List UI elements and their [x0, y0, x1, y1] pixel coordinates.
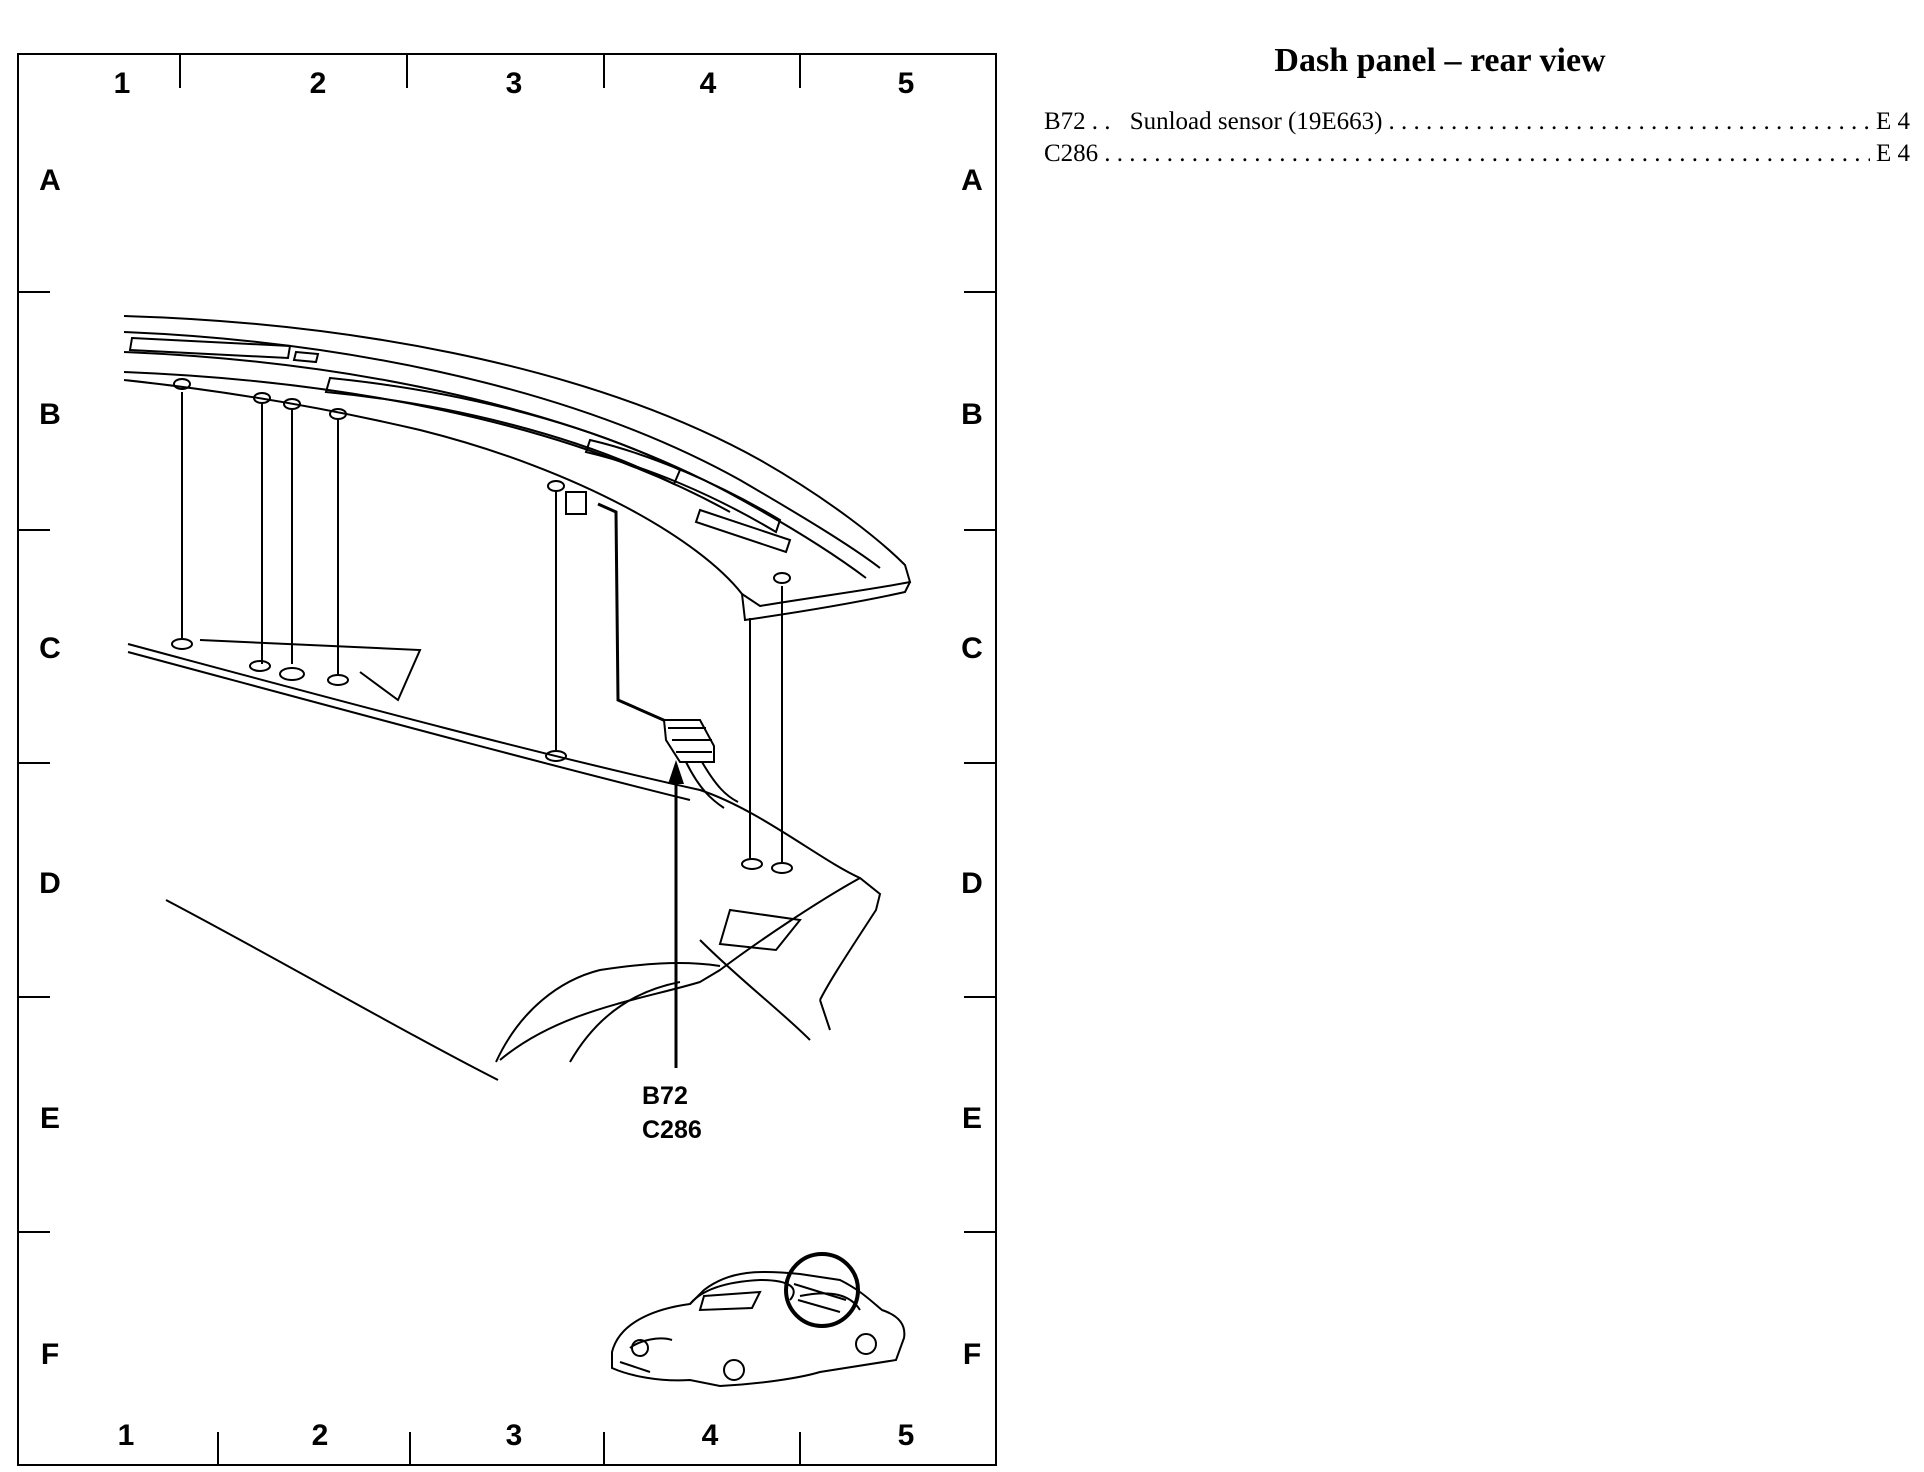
row-label-left-D: D [39, 867, 61, 900]
col-label-bottom-1: 1 [118, 1419, 135, 1452]
sunload-sensor-connector [662, 719, 739, 809]
dash-top-cover [123, 315, 912, 622]
col-label-top-5: 5 [898, 67, 915, 100]
row-label-left-B: B [39, 398, 61, 431]
row-label-right-C: C [961, 632, 983, 665]
index-description: Sunload sensor (19E663) [1129, 108, 1383, 135]
index-row-c286: C286 E 4 [1044, 140, 1910, 172]
index-code: C286 [1044, 140, 1099, 167]
component-index: B72 Sunload sensor (19E663) E 4 C286 E 4 [1044, 108, 1910, 172]
sensor-wire [597, 502, 669, 724]
col-label-top-4: 4 [700, 67, 717, 100]
col-label-top-3: 3 [506, 67, 523, 100]
row-label-left-A: A [39, 164, 61, 197]
row-label-right-D: D [961, 867, 983, 900]
col-label-bottom-2: 2 [312, 1419, 329, 1452]
row-label-left-E: E [40, 1102, 60, 1135]
col-label-bottom-3: 3 [506, 1419, 523, 1452]
car-locator-icon [611, 1252, 906, 1388]
alignment-lines [181, 392, 783, 862]
page-title: Dash panel – rear view [1274, 42, 1606, 79]
col-label-bottom-5: 5 [898, 1419, 915, 1452]
dash-body [127, 639, 882, 1081]
index-location: E 4 [1875, 108, 1910, 135]
index-code: B72 [1044, 108, 1086, 135]
col-label-top-2: 2 [310, 67, 327, 100]
body-clip-holes [171, 638, 793, 874]
row-label-left-C: C [39, 632, 61, 665]
col-label-bottom-4: 4 [702, 1419, 719, 1452]
index-location: E 4 [1875, 140, 1910, 167]
row-label-right-A: A [961, 164, 983, 197]
callout-c286: C286 [642, 1116, 702, 1144]
index-leader-short [1092, 108, 1114, 136]
callout-arrow [668, 760, 684, 1068]
index-leader [1388, 108, 1870, 136]
index-row-b72: B72 Sunload sensor (19E663) E 4 [1044, 108, 1910, 140]
row-label-right-B: B [961, 398, 983, 431]
row-label-right-E: E [962, 1102, 982, 1135]
row-label-right-F: F [963, 1338, 981, 1371]
col-label-top-1: 1 [114, 67, 131, 100]
index-leader [1104, 140, 1870, 168]
row-label-left-F: F [41, 1338, 59, 1371]
callout-b72: B72 [642, 1082, 688, 1110]
